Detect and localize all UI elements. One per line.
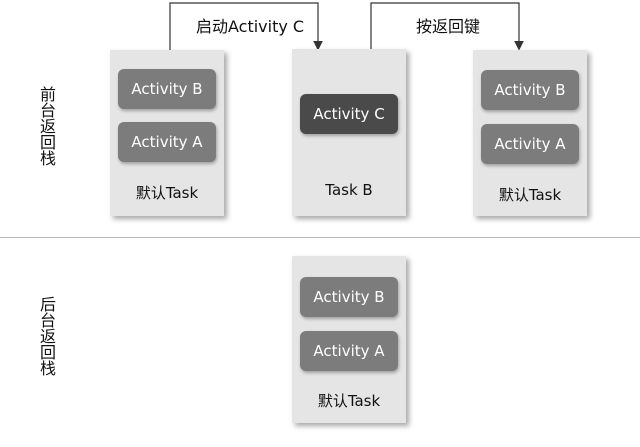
task-label: 默认Task: [135, 184, 199, 202]
task-label: 默认Task: [317, 392, 381, 410]
task-label: Task B: [325, 181, 373, 199]
activity-b-box: Activity B: [300, 277, 398, 317]
activity-a-box: Activity A: [300, 331, 398, 371]
connector-launch-activity-c: [169, 2, 323, 51]
transition-label-launch-activity-c: 启动Activity C: [194, 13, 307, 37]
section-divider: [0, 237, 640, 238]
activity-a-box: Activity A: [118, 122, 216, 162]
transition-label-back-key: 按返回键: [414, 13, 483, 37]
activity-c-box: Activity C: [300, 94, 398, 134]
activity-a-box: Activity A: [481, 124, 579, 164]
task-card-task-b: Activity C Task B: [292, 49, 406, 216]
connector-back-key: [370, 2, 524, 51]
task-card-default-background: Activity B Activity A 默认Task: [292, 256, 406, 423]
task-card-default-after-back: Activity B Activity A 默认Task: [473, 50, 587, 216]
activity-b-box: Activity B: [481, 70, 579, 110]
activity-b-box: Activity B: [118, 69, 216, 109]
foreground-back-stack-label: 前台返回栈: [37, 86, 56, 166]
task-card-default-initial: Activity B Activity A 默认Task: [110, 50, 224, 216]
background-back-stack-label: 后台返回栈: [37, 296, 56, 376]
task-label: 默认Task: [498, 186, 562, 204]
